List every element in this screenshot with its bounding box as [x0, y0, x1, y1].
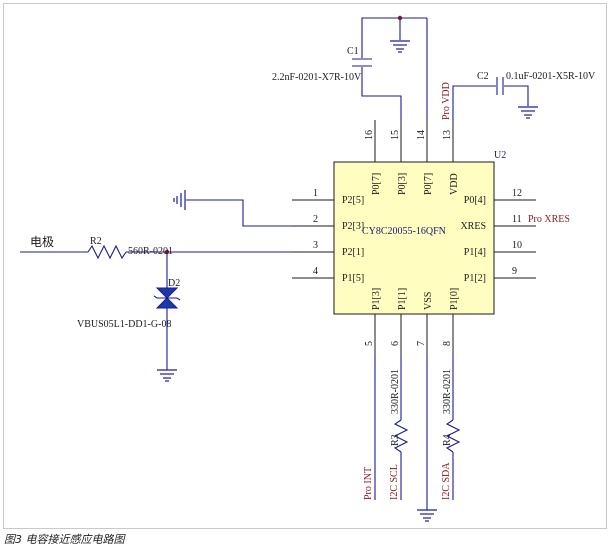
pin-15-name: P0[3]: [397, 173, 408, 195]
r3-ref: R3: [390, 434, 401, 446]
ground-diode-icon: [157, 369, 177, 382]
pin-13-name: VDD: [449, 173, 460, 195]
d2-tvs-diode-icon: [153, 287, 181, 309]
pin-4-name: P1[5]: [342, 273, 364, 284]
pin-16-name: P0[7]: [371, 173, 382, 195]
pin-11-num: 11: [512, 214, 522, 225]
r2-ref: R2: [90, 236, 102, 247]
c1-ref: C1: [347, 46, 359, 57]
r2-resistor-icon: [87, 244, 127, 260]
r3-value: 330R-0201: [390, 369, 401, 414]
vdd-wire: [452, 85, 496, 120]
pro-int-label: Pro INT: [363, 467, 374, 500]
r3-resistor-icon: [393, 419, 409, 453]
pin-10-num: 10: [512, 240, 522, 251]
electrode-label: 电极: [30, 235, 54, 249]
pin-7-num: 7: [416, 341, 427, 346]
ground-left-icon: [173, 190, 186, 210]
pin-3-num: 3: [313, 240, 318, 251]
pin-9-num: 9: [512, 266, 517, 277]
pin-8-name: P1[0]: [449, 288, 460, 310]
pin-16-num: 16: [364, 130, 375, 140]
pro-xres-label: Pro XRES: [528, 214, 570, 225]
pin2-ground-wire: [186, 199, 292, 227]
chip-part: CY8C20055-16QFN: [362, 226, 446, 237]
c1-net-wire: [361, 17, 402, 120]
r2-value: 560R-0201: [128, 246, 173, 257]
chip-body: [333, 161, 495, 315]
d2-value: VBUS05L1-DD1-G-08: [77, 319, 171, 330]
pin-2-num: 2: [313, 214, 318, 225]
ground-top-icon: [390, 40, 410, 53]
r4-ref: R4: [442, 434, 453, 446]
i2c-scl-label: I2C SCL: [389, 464, 400, 500]
pin-1-num: 1: [313, 188, 318, 199]
pin-1-name: P2[5]: [342, 195, 364, 206]
pin-13-num: 13: [442, 130, 453, 140]
ground-vss-icon: [417, 509, 437, 522]
pin-7-name: VSS: [423, 292, 434, 310]
pin-12-name: P0[4]: [464, 195, 486, 206]
c2-value: 0.1uF-0201-X5R-10V: [506, 71, 596, 82]
pin-12-num: 12: [512, 188, 522, 199]
r4-resistor-icon: [445, 419, 461, 453]
pro-vdd-label: Pro VDD: [441, 82, 452, 120]
pin-14-num: 14: [416, 130, 427, 140]
pin-8-num: 8: [442, 341, 453, 346]
pin-11-name: XRES: [460, 221, 486, 232]
pin-14-name: P0[7]: [423, 173, 434, 195]
pin-5-name: P1[3]: [371, 288, 382, 310]
c2-ref: C2: [477, 71, 489, 82]
i2c-sda-label: I2C SDA: [441, 462, 452, 500]
pin-6-name: P1[1]: [397, 288, 408, 310]
pin-6-num: 6: [390, 341, 401, 346]
pin-2-name: P2[3]: [342, 221, 364, 232]
pin-15-num: 15: [390, 130, 401, 140]
pin-5-num: 5: [364, 341, 375, 346]
c1-capacitor-icon: [352, 58, 372, 67]
pin-9-name: P1[2]: [464, 273, 486, 284]
pin-3-name: P2[1]: [342, 247, 364, 258]
figure-caption: 图3 电容接近感应电路图: [4, 533, 125, 546]
pin-4-num: 4: [313, 266, 318, 277]
c2-capacitor-icon: [496, 77, 504, 95]
r4-value: 330R-0201: [442, 369, 453, 414]
c2-ground-wire: [504, 85, 529, 106]
d2-ref: D2: [168, 278, 180, 289]
c1-value: 2.2nF-0201-X7R-10V: [272, 72, 362, 83]
pin-10-name: P1[4]: [464, 247, 486, 258]
ground-c2-icon: [518, 106, 538, 119]
schematic-frame: [3, 3, 607, 529]
chip-ref: U2: [494, 150, 506, 161]
